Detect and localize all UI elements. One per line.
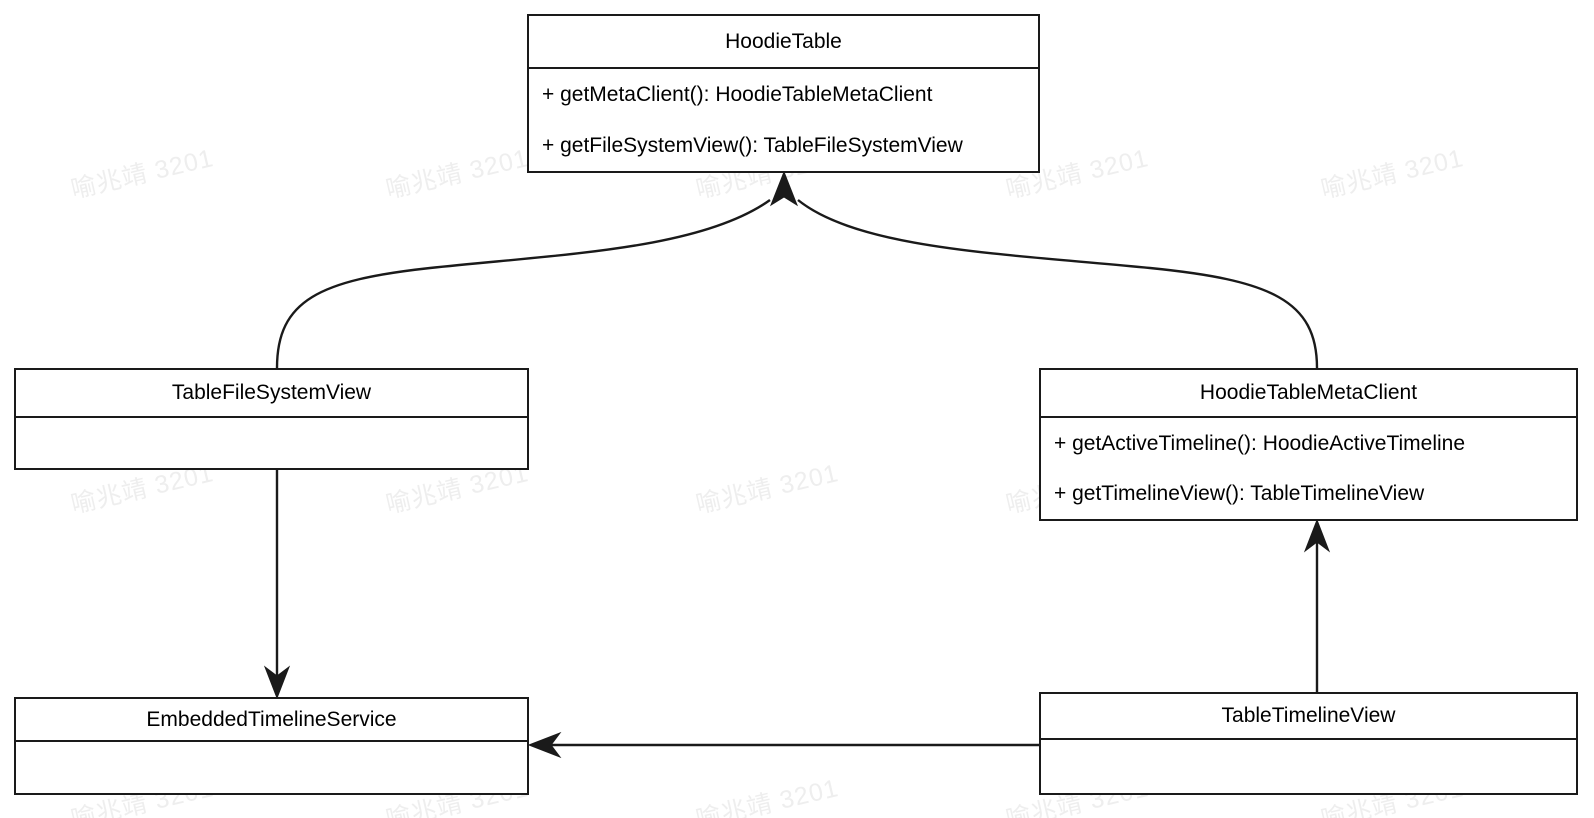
class-member: + getFileSystemView(): TableFileSystemVi… (542, 133, 963, 157)
class-box-hoodie-table-meta-client[interactable]: HoodieTableMetaClient + getActiveTimelin… (1039, 368, 1578, 521)
connector-fsview-to-hoodietable (275, 199, 771, 369)
class-member: + getActiveTimeline(): HoodieActiveTimel… (1054, 431, 1466, 455)
watermark-text: 喻兆靖 3201 (1318, 144, 1467, 205)
arrowhead-into-hoodietable (769, 170, 799, 207)
class-member: + getMetaClient(): HoodieTableMetaClient (542, 82, 933, 106)
class-members-hoodie-table-meta-client: + getActiveTimeline(): HoodieActiveTimel… (1041, 418, 1576, 519)
watermark-text: 喻兆靖 3201 (383, 144, 532, 205)
class-name-hoodie-table-meta-client: HoodieTableMetaClient (1041, 370, 1576, 418)
watermark-text: 喻兆靖 3201 (693, 774, 842, 818)
arrowhead-into-embeddedtimelineservice-top (263, 665, 291, 700)
class-member: + getTimelineView(): TableTimelineView (1054, 481, 1425, 505)
class-members-embedded-timeline-service (16, 742, 527, 793)
connector-metaclient-to-hoodietable (797, 199, 1319, 369)
watermark-text: 喻兆靖 3201 (68, 144, 217, 205)
class-name-embedded-timeline-service: EmbeddedTimelineService (16, 699, 527, 742)
arrowhead-into-embeddedtimelineservice-right (527, 731, 562, 759)
class-box-table-timeline-view[interactable]: TableTimelineView (1039, 692, 1578, 795)
class-members-table-timeline-view (1041, 740, 1576, 793)
class-name-table-timeline-view: TableTimelineView (1041, 694, 1576, 740)
class-box-embedded-timeline-service[interactable]: EmbeddedTimelineService (14, 697, 529, 795)
class-members-table-file-system-view (16, 418, 527, 468)
class-box-table-file-system-view[interactable]: TableFileSystemView (14, 368, 529, 470)
class-name-table-file-system-view: TableFileSystemView (16, 370, 527, 418)
watermark-text: 喻兆靖 3201 (693, 459, 842, 520)
class-members-hoodie-table: + getMetaClient(): HoodieTableMetaClient… (529, 69, 1038, 171)
class-name-hoodie-table: HoodieTable (529, 16, 1038, 69)
class-box-hoodie-table[interactable]: HoodieTable + getMetaClient(): HoodieTab… (527, 14, 1040, 173)
arrowhead-into-metaclient-bottom (1303, 518, 1331, 553)
